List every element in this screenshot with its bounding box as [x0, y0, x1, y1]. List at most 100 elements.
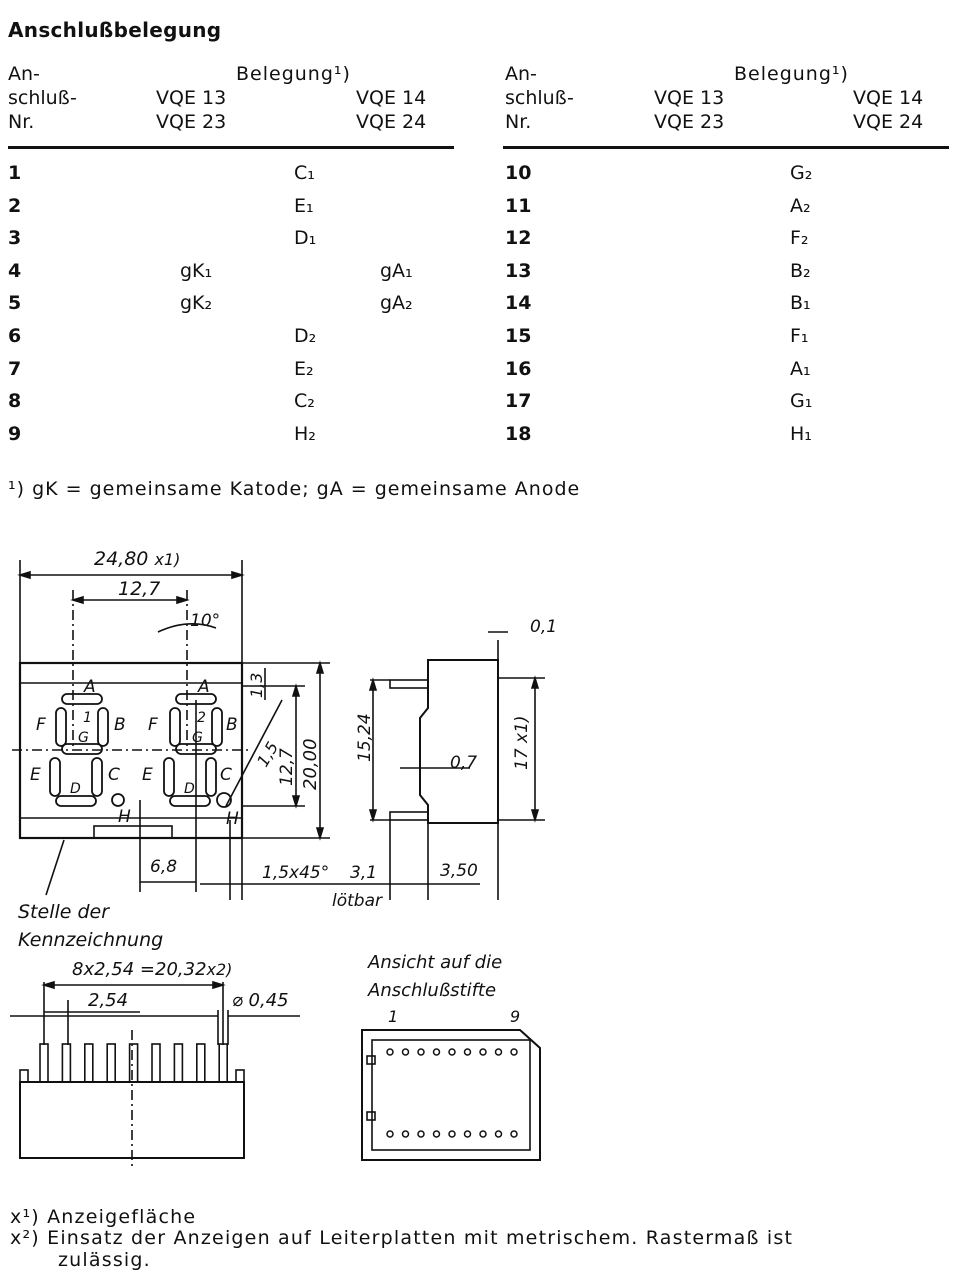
- pin-dot: [417, 1048, 425, 1056]
- dim-diam: ⌀ 0,45: [232, 990, 289, 1011]
- pin-number: 15: [505, 325, 532, 347]
- pin-assignment-type-b: gA₂: [380, 292, 413, 315]
- pin: [84, 1043, 94, 1083]
- pin-assignment: F₁: [790, 325, 809, 347]
- pin-dot: [432, 1048, 441, 1056]
- pin-dot: [417, 1130, 425, 1138]
- pin-number: 5: [8, 292, 22, 315]
- seg-label-a2: A: [197, 677, 210, 697]
- pin-assignment-type-b: gA₁: [380, 259, 413, 282]
- pin-assignment: C₂: [294, 390, 315, 413]
- dim-17: 17 x1): [512, 715, 532, 770]
- pin-dot: [401, 1048, 410, 1056]
- view-label-1: Ansicht auf die: [367, 952, 502, 973]
- dim-chamfer: 1,5x45°: [262, 863, 329, 883]
- pin: [173, 1043, 184, 1083]
- pin-number: 6: [8, 325, 22, 347]
- pin-number: 3: [8, 227, 22, 250]
- footnote-x1: x¹) Anzeigefläche: [10, 1206, 197, 1228]
- pin-number: 17: [505, 390, 532, 413]
- pin: [106, 1043, 116, 1083]
- pin-row: [39, 1043, 228, 1083]
- type-a1: VQE 13: [156, 87, 227, 109]
- dim-254: 2,54: [88, 990, 128, 1011]
- seg-label-g2: G: [192, 730, 203, 746]
- pin-assignment: A₂: [790, 194, 811, 217]
- pin-dot: [463, 1048, 472, 1056]
- pin-number: 9: [8, 422, 22, 445]
- dim-13: 1,3: [247, 673, 266, 698]
- pin-number: 13: [505, 259, 532, 282]
- seg-label-c2: C: [220, 765, 232, 785]
- left-assign-header: Belegung¹): [236, 63, 351, 85]
- pin-dot: [401, 1130, 410, 1138]
- pin-number: 8: [8, 390, 22, 413]
- pin-dot: [448, 1130, 456, 1138]
- pin-assignment: D₂: [294, 325, 317, 347]
- dim-07: 0,7: [450, 753, 477, 773]
- pin-number: 11: [505, 194, 532, 217]
- pin-dot: [510, 1130, 518, 1138]
- pin-dot: [510, 1048, 518, 1056]
- pin-dot: [479, 1130, 487, 1138]
- dim-01: 0,1: [530, 617, 557, 637]
- pin-number: 2: [8, 194, 22, 217]
- header-pin-line1: An-: [505, 63, 537, 85]
- left-type-b: VQE 14 VQE 24: [356, 86, 426, 134]
- pin-dots: [386, 1048, 518, 1138]
- header-pin-line3: Nr.: [8, 111, 35, 133]
- footnote-x2-cont: zulässig.: [58, 1249, 151, 1271]
- pin-number: 14: [505, 292, 532, 315]
- seg-label-f2: F: [148, 715, 158, 735]
- left-type-a: VQE 13 VQE 23: [156, 86, 226, 134]
- digit-left: [49, 693, 125, 807]
- pin-dot: [494, 1130, 503, 1138]
- view-label-2: Anschlußstifte: [367, 980, 496, 1001]
- pin-assignment: B₁: [790, 292, 811, 315]
- pin: [151, 1043, 161, 1083]
- type-b2: VQE 24: [853, 111, 924, 133]
- seg-label-b1: B: [114, 715, 126, 735]
- right-col-pin-header: An- schluß- Nr.: [505, 62, 574, 134]
- label-kennzeichnung: Kennzeichnung: [18, 929, 163, 951]
- dim-68: 6,8: [150, 857, 177, 877]
- dim-width: 24,80 x1): [94, 548, 180, 570]
- pin-assignment: E₂: [294, 357, 314, 380]
- pin-assignment: D₁: [294, 227, 317, 250]
- pin-number: 16: [505, 357, 532, 380]
- pin-dot: [448, 1048, 456, 1056]
- type-a2: VQE 23: [156, 111, 227, 133]
- dim-pitch: 12,7: [118, 578, 160, 600]
- dim-angle: 10°: [190, 611, 220, 631]
- pin-assignment: H₂: [294, 422, 316, 445]
- seg-label-c1: C: [108, 765, 120, 785]
- header-pin-line2: schluß-: [8, 87, 77, 109]
- seg-label-a1: A: [83, 677, 96, 697]
- pin-number: 7: [8, 357, 22, 380]
- pin-last-label: 9: [510, 1007, 520, 1026]
- pin-dot: [463, 1130, 472, 1138]
- header-pin-line2: schluß-: [505, 87, 574, 109]
- pin-first-label: 1: [388, 1007, 398, 1026]
- seg-label-g1: G: [78, 730, 89, 746]
- pin-number: 18: [505, 422, 532, 445]
- pin-dot: [494, 1048, 503, 1056]
- right-assign-header: Belegung¹): [734, 63, 849, 85]
- seg-label-e1: E: [30, 765, 41, 785]
- digit-label-1: 1: [83, 710, 92, 726]
- right-type-b: VQE 14 VQE 24: [853, 86, 923, 134]
- footnote-x2: x²) Einsatz der Anzeigen auf Leiterplatt…: [10, 1227, 794, 1249]
- legend-footnote: ¹) gK = gemeinsame Katode; gA = gemeinsa…: [8, 478, 581, 500]
- type-b1: VQE 14: [356, 87, 427, 109]
- pin-assignment: E₁: [294, 194, 314, 217]
- dim-127v: 12,7: [277, 748, 297, 786]
- pin-assignment: C₁: [294, 162, 315, 184]
- pin-number: 1: [8, 162, 22, 184]
- left-header-rule: [8, 146, 454, 149]
- pin-dot: [432, 1130, 441, 1138]
- pin: [61, 1043, 72, 1083]
- pin: [39, 1043, 49, 1083]
- seg-label-d1: D: [70, 781, 81, 797]
- pin-dot: [386, 1048, 394, 1056]
- header-pin-line1: An-: [8, 63, 40, 85]
